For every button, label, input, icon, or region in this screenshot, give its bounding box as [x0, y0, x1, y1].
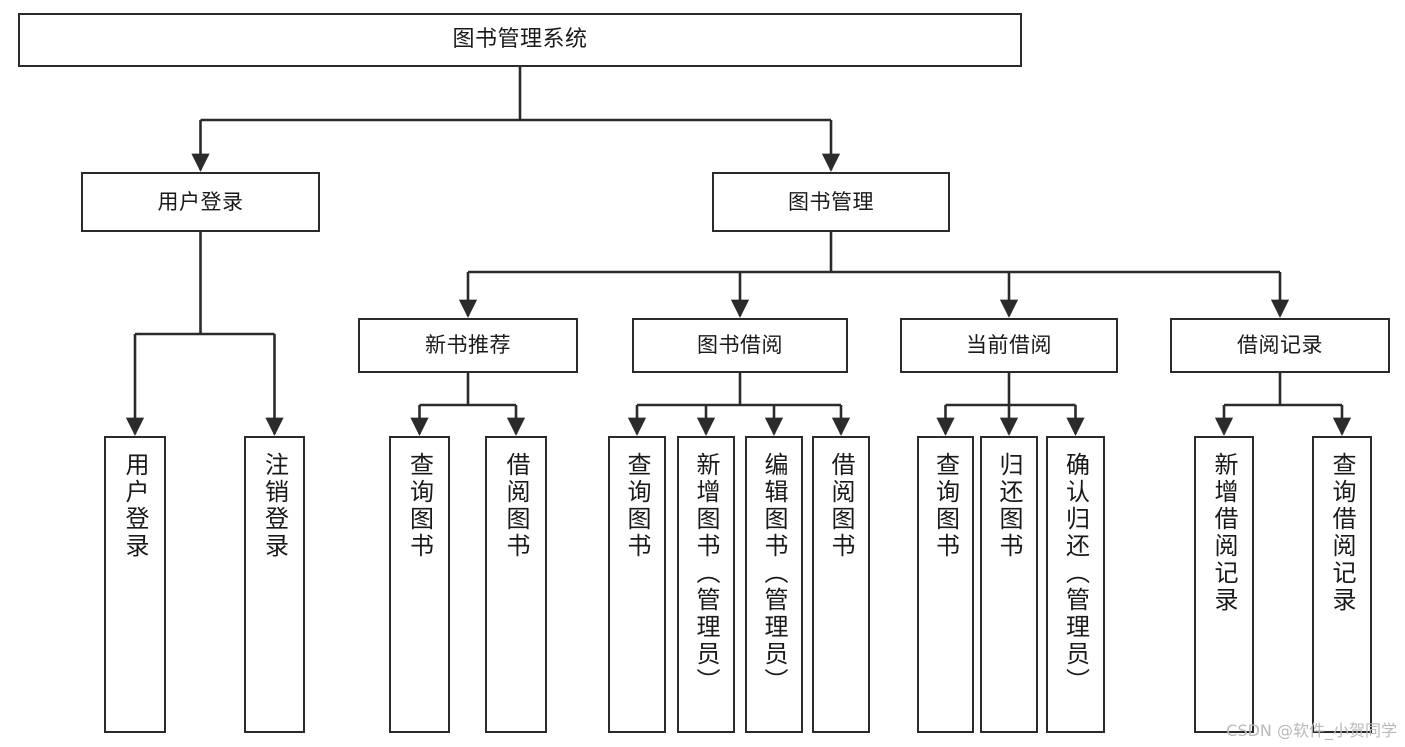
node-label-leaf-nb-borrow: 借阅图书 [502, 452, 530, 560]
node-label-leaf-bb-query: 查询图书 [623, 452, 651, 560]
node-leaf-bb-query[interactable]: 查询图书 [608, 436, 666, 733]
node-leaf-user-login[interactable]: 用户登录 [104, 436, 166, 733]
node-leaf-br-add[interactable]: 新增借阅记录 [1194, 436, 1254, 733]
node-book-borrow[interactable]: 图书借阅 [632, 318, 848, 373]
node-label-leaf-cb-query: 查询图书 [931, 452, 960, 560]
node-new-book-rec[interactable]: 新书推荐 [358, 318, 578, 373]
node-label-leaf-user-logout: 注销登录 [260, 452, 289, 560]
node-label-leaf-user-login: 用户登录 [121, 452, 149, 560]
node-label-leaf-cb-return: 归还图书 [995, 452, 1023, 560]
node-label-leaf-br-add: 新增借阅记录 [1210, 452, 1238, 614]
node-label-current-borrow: 当前借阅 [966, 333, 1052, 358]
node-label-user-login: 用户登录 [157, 189, 244, 214]
node-label-borrow-record: 借阅记录 [1237, 333, 1323, 358]
node-borrow-record[interactable]: 借阅记录 [1170, 318, 1390, 373]
node-label-leaf-bb-edit: 编辑图书（管理员） [760, 452, 788, 695]
node-user-login[interactable]: 用户登录 [81, 172, 320, 232]
node-leaf-bb-borrow[interactable]: 借阅图书 [812, 436, 870, 733]
node-label-leaf-nb-query: 查询图书 [405, 452, 434, 560]
node-leaf-bb-edit[interactable]: 编辑图书（管理员） [745, 436, 803, 733]
node-current-borrow[interactable]: 当前借阅 [900, 318, 1118, 373]
node-leaf-cb-return[interactable]: 归还图书 [980, 436, 1038, 733]
node-leaf-br-query[interactable]: 查询借阅记录 [1312, 436, 1372, 733]
node-label-leaf-bb-borrow: 借阅图书 [827, 452, 855, 560]
node-leaf-bb-add[interactable]: 新增图书（管理员） [677, 436, 735, 733]
node-label-root: 图书管理系统 [452, 27, 588, 53]
node-leaf-nb-query[interactable]: 查询图书 [389, 436, 450, 733]
node-leaf-cb-confirm[interactable]: 确认归还（管理员） [1046, 436, 1105, 733]
node-leaf-user-logout[interactable]: 注销登录 [244, 436, 305, 733]
node-label-book-manage: 图书管理 [788, 189, 874, 214]
node-leaf-cb-query[interactable]: 查询图书 [917, 436, 974, 733]
node-label-leaf-br-query: 查询借阅记录 [1328, 452, 1356, 614]
node-root[interactable]: 图书管理系统 [18, 13, 1022, 67]
node-label-book-borrow: 图书借阅 [697, 333, 783, 358]
node-book-manage[interactable]: 图书管理 [712, 172, 950, 232]
node-label-new-book-rec: 新书推荐 [425, 333, 511, 358]
node-label-leaf-bb-add: 新增图书（管理员） [692, 452, 720, 695]
node-label-leaf-cb-confirm: 确认归还（管理员） [1061, 452, 1090, 695]
node-leaf-nb-borrow[interactable]: 借阅图书 [485, 436, 547, 733]
